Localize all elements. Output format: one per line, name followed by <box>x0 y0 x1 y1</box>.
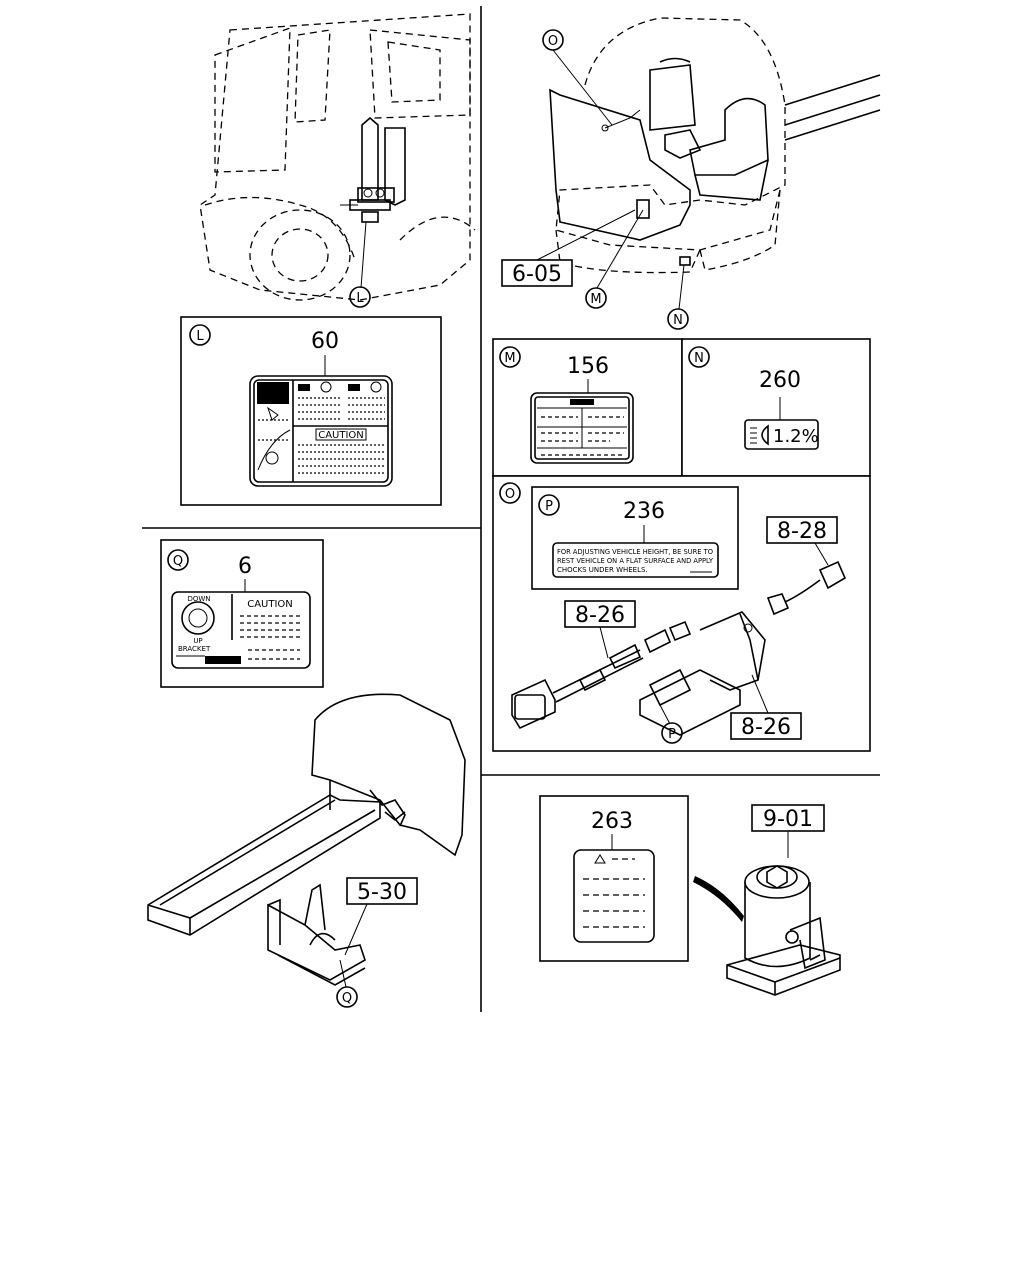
ref-box-5-30 <box>346 877 418 905</box>
callout-M-box-letter: M <box>504 351 515 366</box>
callout-Q-box-letter: Q <box>173 554 183 569</box>
down-text: DOWN <box>187 595 210 603</box>
ref-8-26-bottom: 8-26 <box>741 715 791 740</box>
sensor-connector <box>766 560 847 616</box>
ref-5-30: 5-30 <box>357 880 407 905</box>
callout-O-box-letter: O <box>505 487 515 502</box>
part-number-260: 260 <box>759 368 801 393</box>
ref-box-8-26-bottom <box>730 712 802 740</box>
ref-8-28: 8-28 <box>777 519 827 544</box>
detail-box-N <box>681 338 871 477</box>
callout-N-cab-letter: N <box>673 313 683 328</box>
caution-label-6: DOWN UP BRACKET CAUTION <box>171 591 311 669</box>
height-sensor-rod <box>511 611 766 736</box>
callout-N-box-letter: N <box>694 351 704 366</box>
callout-Q-frame <box>336 986 358 1008</box>
callout-M-box <box>499 346 521 368</box>
ref-box-8-26-top <box>564 600 636 628</box>
callout-O-box <box>499 482 521 504</box>
part-number-60: 60 <box>311 329 339 354</box>
ref-box-9-01 <box>751 804 825 832</box>
callout-P-part <box>661 722 683 744</box>
ref-9-01: 9-01 <box>763 807 813 832</box>
caution-label-60: CAUTION <box>249 375 393 487</box>
callout-O-cab-letter: O <box>548 34 558 49</box>
callout-P-box <box>538 494 560 516</box>
caution-60-text: CAUTION <box>318 430 364 441</box>
truck-cab-illustration <box>199 13 476 301</box>
jack-label-263 <box>573 849 655 943</box>
cab-interior-illustration <box>549 17 881 274</box>
part-number-236: 236 <box>623 499 665 524</box>
ref-6-05: 6-05 <box>512 262 562 287</box>
headlamp-label-260: 1.2% <box>744 419 819 450</box>
bottle-jack-illustration <box>726 865 841 996</box>
label-236-line3: CHOCKS UNDER WHEELS. <box>557 566 648 574</box>
part-number-156: 156 <box>567 354 609 379</box>
callout-P-part-letter: P <box>668 727 676 742</box>
callout-L-box <box>189 324 211 346</box>
ref-box-8-28 <box>766 516 838 544</box>
up-text: UP <box>193 637 202 645</box>
callout-P-box-letter: P <box>545 499 553 514</box>
callout-N-box <box>688 346 710 368</box>
label-236-line2: REST VEHICLE ON A FLAT SURFACE AND APPLY <box>557 557 714 565</box>
callout-M-cab-letter: M <box>590 292 601 307</box>
label-pointer <box>693 876 744 922</box>
callout-L-truck-letter: L <box>356 291 364 306</box>
label-236-line1: FOR ADJUSTING VEHICLE HEIGHT, BE SURE TO <box>557 548 713 556</box>
callout-Q-frame-letter: Q <box>342 991 352 1006</box>
label-236: FOR ADJUSTING VEHICLE HEIGHT, BE SURE TO… <box>552 542 719 578</box>
tilt-cab-frame-illustration <box>147 693 466 988</box>
bracket-text: BRACKET <box>178 645 211 653</box>
callout-N-cab <box>667 308 689 330</box>
callout-L-box-letter: L <box>196 329 204 344</box>
part-number-6: 6 <box>238 554 252 579</box>
part-number-263: 263 <box>591 809 633 834</box>
callout-L-truck <box>349 286 371 308</box>
ref-8-26-top: 8-26 <box>575 603 625 628</box>
label-156 <box>530 392 634 464</box>
callout-Q-box <box>167 549 189 571</box>
callout-M-cab <box>585 287 607 309</box>
headlamp-percent: 1.2% <box>773 426 819 447</box>
caution-6-text: CAUTION <box>247 599 293 610</box>
